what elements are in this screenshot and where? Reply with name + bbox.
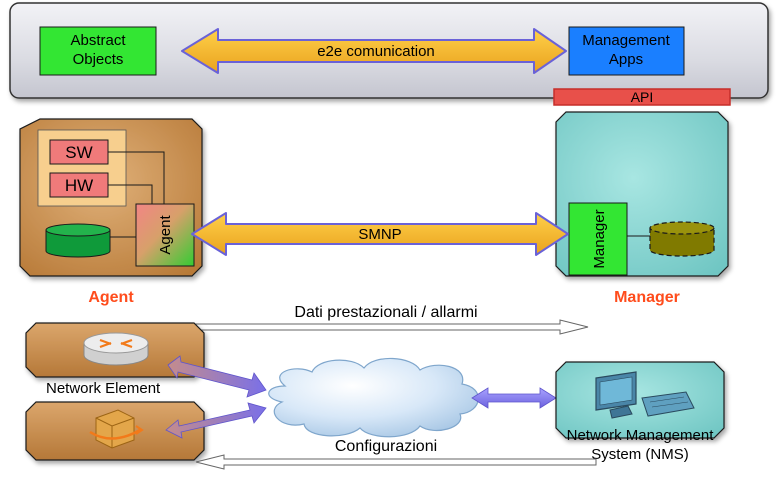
smnp-label: SMNP <box>358 226 401 243</box>
manager-database-icon <box>649 221 715 257</box>
router-to-cloud-arrow <box>167 355 267 398</box>
api-bar[interactable] <box>553 88 731 106</box>
router-icon <box>83 332 149 366</box>
package-icon <box>89 409 144 449</box>
hw-label: HW <box>65 176 93 195</box>
performance-label: Dati prestazionali / allarmi <box>294 304 477 321</box>
manager-block-label: Manager <box>591 209 608 268</box>
agent-block-label: Agent <box>157 215 174 255</box>
cloud-icon <box>268 357 479 438</box>
api-label: API <box>631 89 654 105</box>
manager-block[interactable] <box>568 202 628 276</box>
hw-box[interactable] <box>49 172 109 198</box>
nms-label-line2: System (NMS) <box>591 446 689 463</box>
box-to-cloud-arrow <box>165 402 267 439</box>
agent-database-icon <box>45 223 111 258</box>
management-apps-box[interactable] <box>568 26 685 76</box>
hw-connector <box>108 184 153 204</box>
network-element-label: Network Element <box>46 380 161 397</box>
abstract-objects-box[interactable] <box>39 26 157 76</box>
e2e-double-arrow <box>181 28 567 74</box>
nms-label-line1: Network Management <box>567 427 715 444</box>
manager-caption: Manager <box>614 289 680 306</box>
agent-caption: Agent <box>88 289 134 306</box>
abstract-objects-label-line1: Abstract <box>70 32 126 49</box>
sw-box[interactable] <box>49 139 109 165</box>
cloud-to-nms-arrow <box>471 387 557 409</box>
agent-block[interactable] <box>135 203 195 267</box>
config-label: Configurazioni <box>335 438 437 455</box>
performance-arrow <box>183 319 589 335</box>
computer-icon <box>595 371 695 419</box>
e2e-label: e2e comunication <box>317 43 435 60</box>
management-apps-label-line2: Apps <box>609 51 643 68</box>
sw-label: SW <box>65 143 92 162</box>
management-apps-label-line1: Management <box>582 32 670 49</box>
smnp-double-arrow <box>191 212 569 256</box>
abstract-objects-label-line2: Objects <box>73 51 124 68</box>
sw-connector <box>108 151 165 204</box>
config-arrow <box>195 454 597 470</box>
